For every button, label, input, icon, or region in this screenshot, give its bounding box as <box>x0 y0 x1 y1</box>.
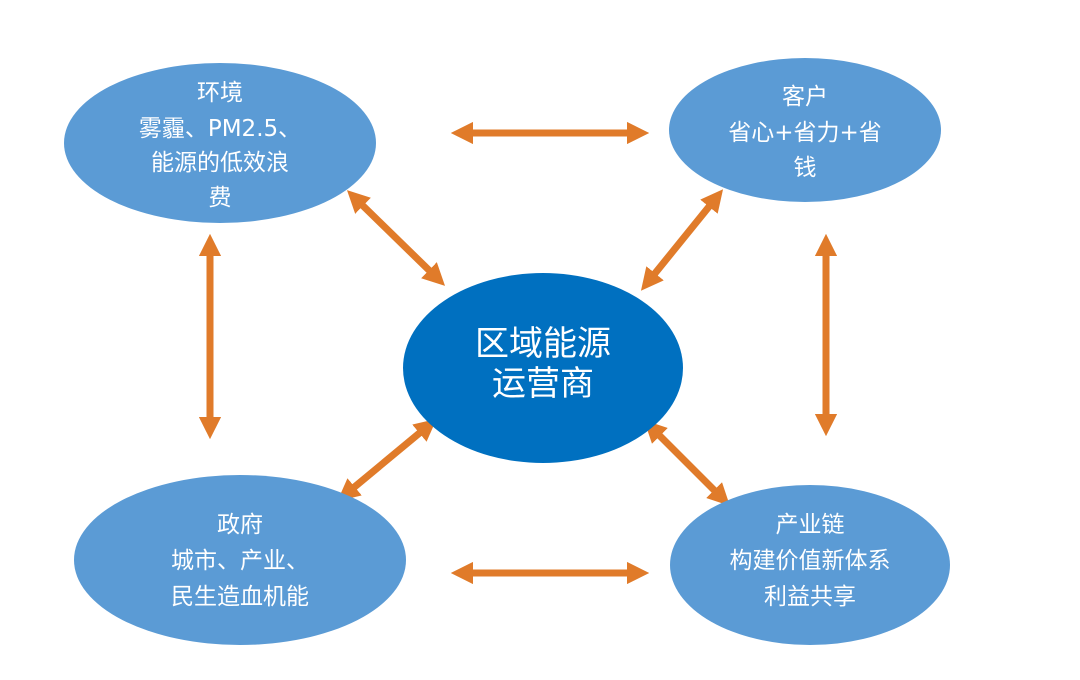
arrow-environment-center <box>346 190 446 286</box>
node-industry-chain: 产业链 构建价值新体系 利益共享 <box>670 485 950 645</box>
node-text: 民生造血机能 <box>171 584 309 610</box>
node-text: 雾霾、PM2.5、 <box>139 116 301 142</box>
node-text: 能源的低效浪 <box>151 150 289 176</box>
arrow-government-center <box>337 418 437 502</box>
node-text: 省心+省力+省 <box>728 120 882 146</box>
arrows <box>198 121 838 585</box>
arrow-industry-center <box>644 420 730 506</box>
node-customer: 客户 省心+省力+省 钱 <box>669 58 941 202</box>
center-title: 运营商 <box>492 364 594 404</box>
node-environment: 环境 雾霾、PM2.5、 能源的低效浪 费 <box>64 63 376 223</box>
node-text: 利益共享 <box>764 584 856 610</box>
node-text: 钱 <box>794 155 817 181</box>
node-text: 费 <box>209 185 232 211</box>
node-title: 客户 <box>782 84 828 110</box>
node-title: 政府 <box>217 512 263 538</box>
node-title: 产业链 <box>776 512 845 538</box>
node-text: 构建价值新体系 <box>730 548 891 574</box>
arrow-customer-center <box>640 189 724 291</box>
node-text: 城市、产业、 <box>171 548 309 574</box>
node-title: 环境 <box>197 80 243 106</box>
node-government: 政府 城市、产业、 民生造血机能 <box>74 475 406 645</box>
node-center: 区域能源 运营商 <box>403 273 683 463</box>
center-title: 区域能源 <box>475 324 611 364</box>
